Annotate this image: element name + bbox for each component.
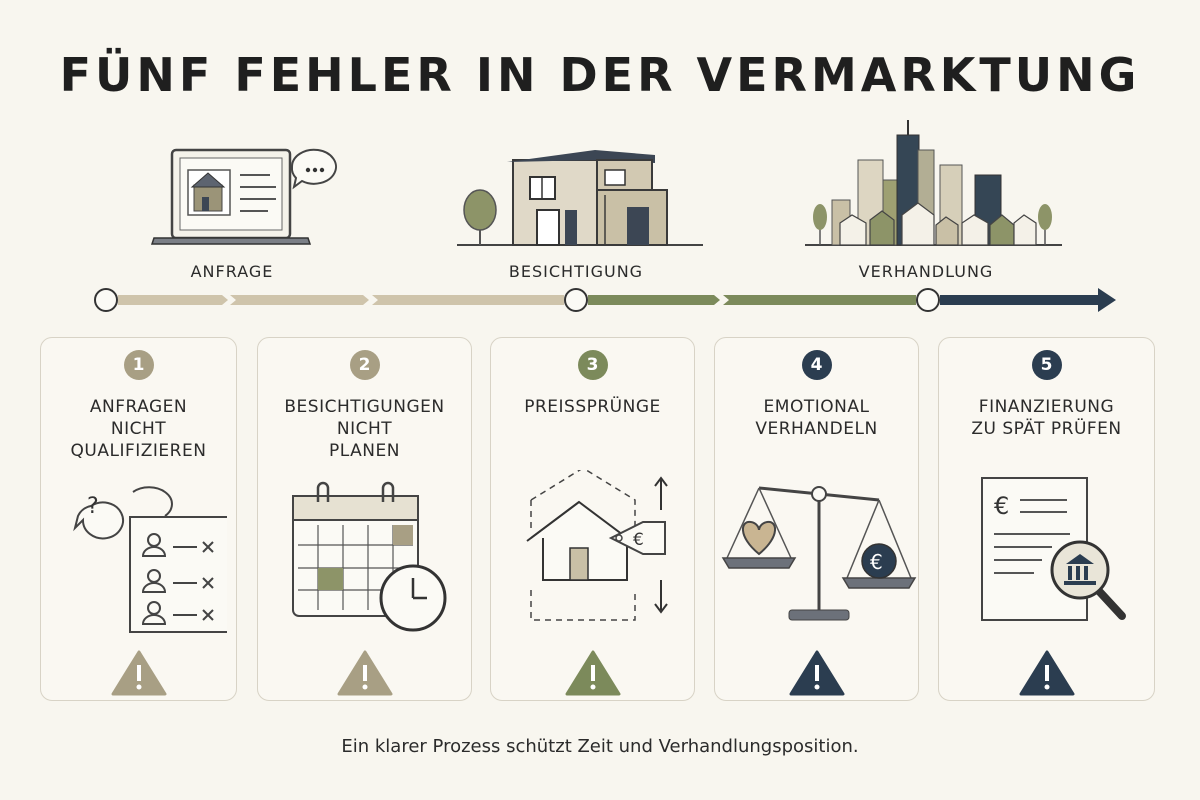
card-title: PREISSPRÜNGE	[524, 397, 661, 417]
finance-document-icon: €	[980, 477, 1126, 621]
warning-icon	[111, 650, 166, 696]
balance-scale-icon: €	[721, 486, 916, 621]
footer-caption: Ein klarer Prozess schützt Zeit und Verh…	[341, 736, 859, 757]
step-number-badge: 4	[801, 350, 832, 380]
timeline-segment-besichtigung	[588, 295, 916, 305]
stage-label-anfrage: ANFRAGE	[190, 262, 274, 281]
mistake-card-5: 5 FINANZIERUNG ZU SPÄT PRÜFEN €	[938, 337, 1155, 701]
timeline-node-anfrage	[94, 288, 118, 312]
laptop-listing-icon	[150, 148, 337, 245]
svg-text:€: €	[870, 550, 883, 574]
step-number-badge: 1	[123, 350, 154, 380]
step-number-badge: 5	[1031, 350, 1062, 380]
stage-label-verhandlung: VERHANDLUNG	[858, 262, 994, 281]
card-title: BESICHTIGUNGEN NICHT PLANEN	[284, 397, 445, 461]
city-skyline-icon	[805, 120, 1062, 246]
mistake-card-2: 2 BESICHTIGUNGEN NICHT PLANEN	[257, 337, 472, 701]
timeline-node-besichtigung	[564, 288, 588, 312]
process-timeline	[94, 288, 1116, 312]
calendar-clock-icon	[291, 481, 446, 632]
timeline-segment-anfrage	[118, 295, 564, 305]
warning-icon	[789, 650, 844, 696]
house-icon	[457, 150, 703, 246]
svg-text:€: €	[633, 530, 644, 550]
mistake-card-4: 4 EMOTIONAL VERHANDELN €	[714, 337, 919, 701]
timeline-segment-verhandlung	[940, 288, 1116, 312]
contact-list-icon: ?	[72, 486, 227, 633]
step-number-badge: 2	[349, 350, 380, 380]
timeline-node-verhandlung	[916, 288, 940, 312]
card-title: ANFRAGEN NICHT QUALIFIZIEREN	[70, 397, 207, 461]
page-title: FÜNF FEHLER IN DER VERMARKTUNG	[59, 48, 1141, 102]
step-number-badge: 3	[577, 350, 608, 380]
mistake-card-1: 1 ANFRAGEN NICHT QUALIFIZIEREN ?	[40, 337, 237, 701]
card-title: EMOTIONAL VERHANDELN	[755, 397, 878, 439]
stage-label-besichtigung: BESICHTIGUNG	[508, 262, 644, 281]
mistake-card-3: 3 PREISSPRÜNGE €	[490, 337, 695, 701]
card-title: FINANZIERUNG ZU SPÄT PRÜFEN	[971, 397, 1122, 439]
warning-icon	[1019, 650, 1074, 696]
svg-text:?: ?	[87, 494, 99, 519]
warning-icon	[565, 650, 620, 696]
warning-icon	[337, 650, 392, 696]
price-tag-house-icon: €	[525, 470, 668, 621]
svg-text:€: €	[994, 492, 1009, 520]
